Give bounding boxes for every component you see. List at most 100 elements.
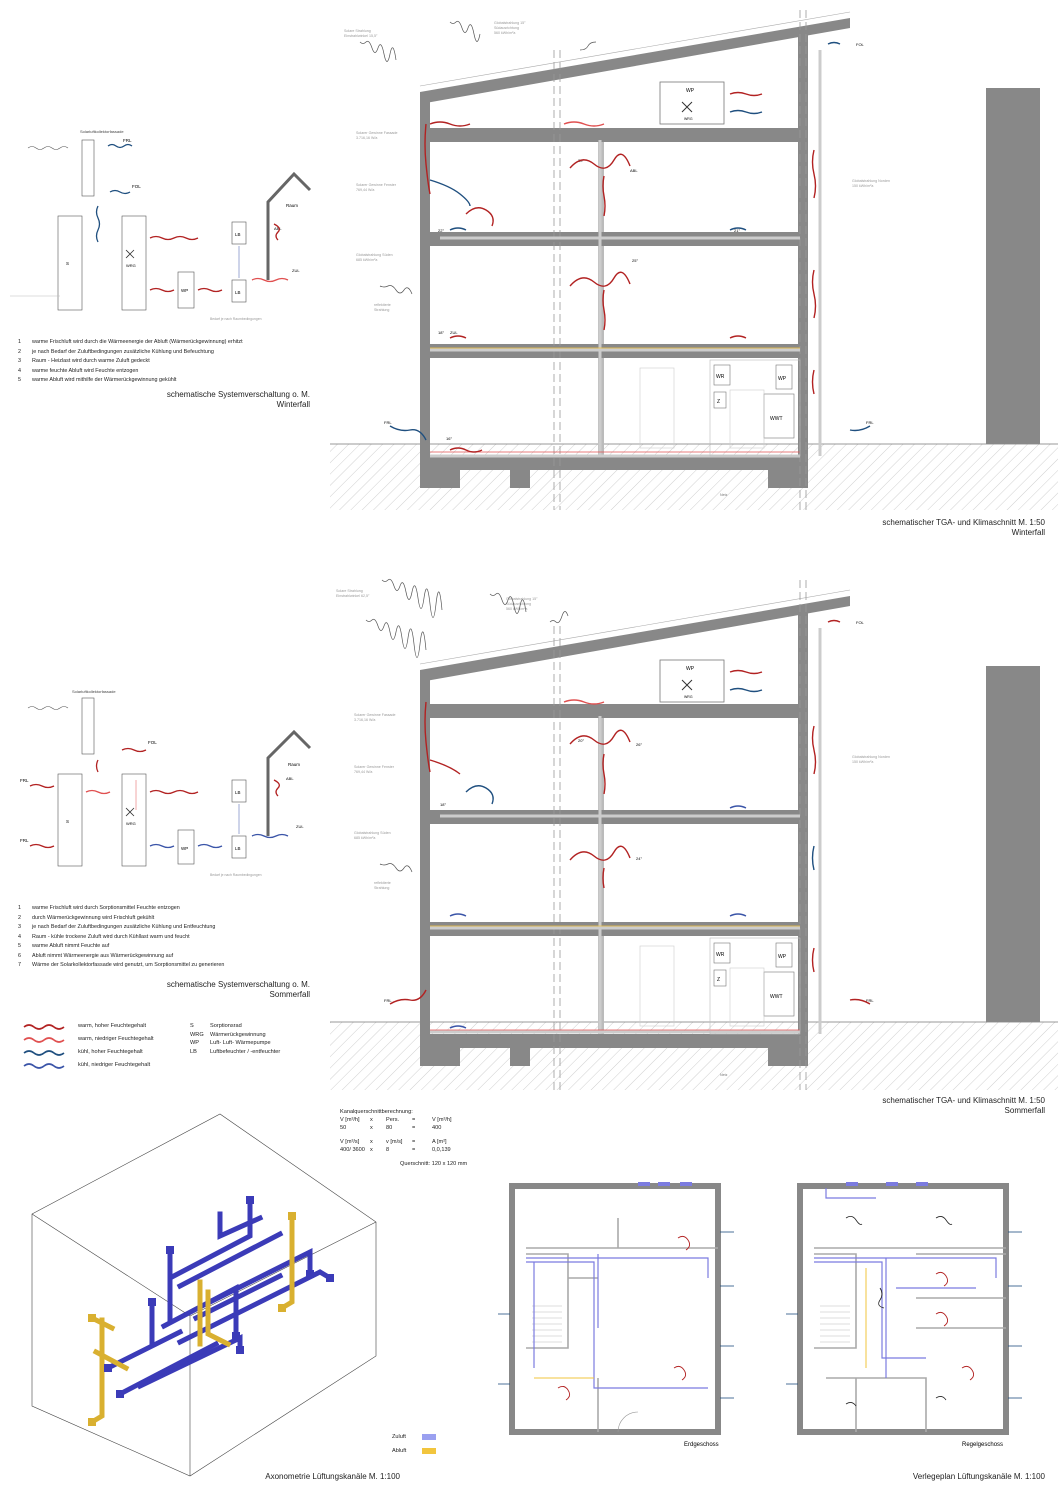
winter-schema-caption: schematische Systemverschaltung o. M.Win…: [166, 390, 310, 409]
frl-right: FRL: [866, 998, 874, 1003]
wrg-unit-label: WRG: [684, 117, 693, 121]
plans-caption: Verlegeplan Lüftungskanäle M. 1:100: [912, 1472, 1045, 1481]
z-label: Z: [717, 399, 720, 405]
wp-unit: [659, 81, 725, 125]
floor-plan-eg: Erdgeschoss: [498, 1182, 734, 1448]
zuluft-swatch: [422, 1434, 436, 1440]
neighbour-building: [986, 88, 1040, 444]
wwt-box: [763, 971, 795, 1017]
wrg-label: WRG: [126, 821, 136, 826]
summer-schema-caption: schematische Systemverschaltung o. M.Som…: [166, 980, 310, 999]
abl-label: ABL: [274, 226, 282, 231]
wr-label: WR: [716, 952, 725, 958]
sun-ray: [27, 146, 69, 150]
facade-label: Solarluftkollektorfassade: [80, 129, 124, 134]
facade-gain-label: Solarer Gewinne Fassade 3.716,16 W/a: [356, 131, 399, 140]
neighbour-building: [986, 666, 1040, 1022]
summer-section: WP WRG WR Z WP WWT Solare Strahlung Eins…: [330, 578, 1058, 1090]
frl-label: FRL: [123, 138, 132, 143]
legend-row: kühl, hoher Feuchtegehalt: [22, 1046, 182, 1059]
solar-label: Solare Strahlung Einstrahlwinkel 62,5°: [336, 589, 370, 598]
z-box: [713, 969, 727, 987]
winter-section: WP WRG WR Z WP WWT Solare Strahlung Eins…: [330, 10, 1058, 510]
wrg-label: WRG: [126, 263, 136, 268]
temp-label: 26°: [636, 742, 642, 747]
temp-label: 20°: [578, 738, 584, 743]
lb-bottom-box: [231, 279, 247, 303]
global-label: Globalstrahlung 15° Südausrichtung 560 k…: [494, 21, 527, 35]
netz-label: Netz: [720, 1073, 728, 1077]
calc-title: Kanalquerschnittberechnung:: [340, 1109, 413, 1115]
axo-legend: Zuluft Abluft: [392, 1430, 436, 1458]
frl-left: FRL: [384, 420, 392, 425]
axo-caption: Axonometrie Lüftungskanäle M. 1:100: [265, 1472, 400, 1481]
sorption-box: [57, 215, 83, 311]
summer-section-caption: schematischer TGA- und Klimaschnitt M. 1…: [882, 1096, 1045, 1115]
frl-left: FRL: [384, 998, 392, 1003]
wr-label: WR: [716, 374, 725, 380]
global-north-label: Globalstrahlung Norden 150 kWh/m²a: [852, 755, 891, 764]
raum-label: Raum: [286, 203, 298, 208]
wp-unit-label: WP: [686, 88, 695, 94]
winter-section-caption: schematischer TGA- und Klimaschnitt M. 1…: [882, 518, 1045, 537]
winter-schema: Solarluftkollektorfassade FRL FOL S WRG …: [10, 129, 312, 321]
lb-top-label: LB: [235, 790, 241, 795]
temp-label: 18°: [438, 330, 444, 335]
temp-label: 24°: [636, 856, 642, 861]
bedarf-note: Bedarf je nach Raumbedingungen: [210, 317, 262, 321]
plan-eg-label: Erdgeschoss: [684, 1442, 719, 1448]
wr-box: [713, 942, 731, 964]
frl-top: FRL: [20, 778, 29, 783]
temp-label: 16°: [446, 436, 452, 441]
zul-label: ZUL: [292, 268, 300, 273]
facade-panel: [81, 139, 95, 197]
raum-label: Raum: [288, 762, 300, 767]
wp2-label: WP: [778, 954, 787, 960]
legend-zuluft: Zuluft: [392, 1430, 436, 1444]
temp-label: 25°: [632, 258, 638, 263]
infrared-label: reflektierte Strahlung: [374, 881, 392, 890]
facade-label: Solarluftkollektorfassade: [72, 689, 116, 694]
frl-bottom: FRL: [20, 838, 29, 843]
abl-label: ABL: [630, 168, 638, 173]
legend-abluft: Abluft: [392, 1444, 436, 1458]
global-label: Globalstrahlung 15° Südausrichtung 560 k…: [506, 597, 539, 611]
z-label: Z: [717, 977, 720, 983]
temp-label: 21°: [734, 228, 740, 233]
legend-row: kühl, niedriger Feuchtegehalt: [22, 1059, 182, 1072]
wp2-box: [775, 942, 793, 968]
global-south-label: Globalstrahlung Süden 685 kWh/m²a: [356, 253, 394, 262]
wwt-box: [763, 393, 795, 439]
room-outline: [266, 171, 312, 280]
wp-label: WP: [181, 288, 188, 293]
lb-top-label: LB: [235, 232, 241, 237]
window-gain-label: Solarer Gewinne Fenster 769,44 W/a: [356, 183, 397, 192]
slab: [420, 456, 808, 470]
netz-label: Netz: [720, 493, 728, 497]
facade-gain-label: Solarer Gewinne Fassade 3.716,16 W/a: [354, 713, 397, 722]
bedarf-note: Bedarf je nach Raumbedingungen: [210, 873, 262, 877]
infrared-label: reflektierte Strahlung: [374, 303, 392, 312]
wave-icon: [23, 1062, 65, 1069]
slab: [420, 128, 808, 142]
zul-label: ZUL: [296, 824, 304, 829]
wp-label: WP: [181, 846, 188, 851]
fol-label: FOL: [856, 620, 865, 625]
